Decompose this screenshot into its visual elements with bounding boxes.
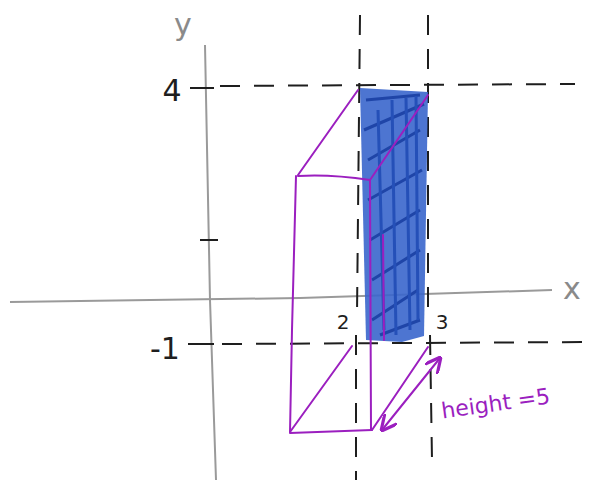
guide-lines xyxy=(220,15,590,480)
axis-label: x xyxy=(561,272,583,305)
tick xyxy=(190,87,214,89)
axis-label: y xyxy=(172,8,194,41)
tick-value: 2 xyxy=(335,311,352,333)
tick xyxy=(188,343,214,345)
dimension-label: height =5 xyxy=(438,384,554,424)
y-axis xyxy=(205,45,216,480)
tick-value: -1 xyxy=(148,332,182,365)
tick xyxy=(200,239,218,241)
x-axis xyxy=(10,290,552,302)
tick-value: 4 xyxy=(160,74,183,107)
prism-outline xyxy=(290,90,440,433)
tick-value: 3 xyxy=(434,311,451,333)
